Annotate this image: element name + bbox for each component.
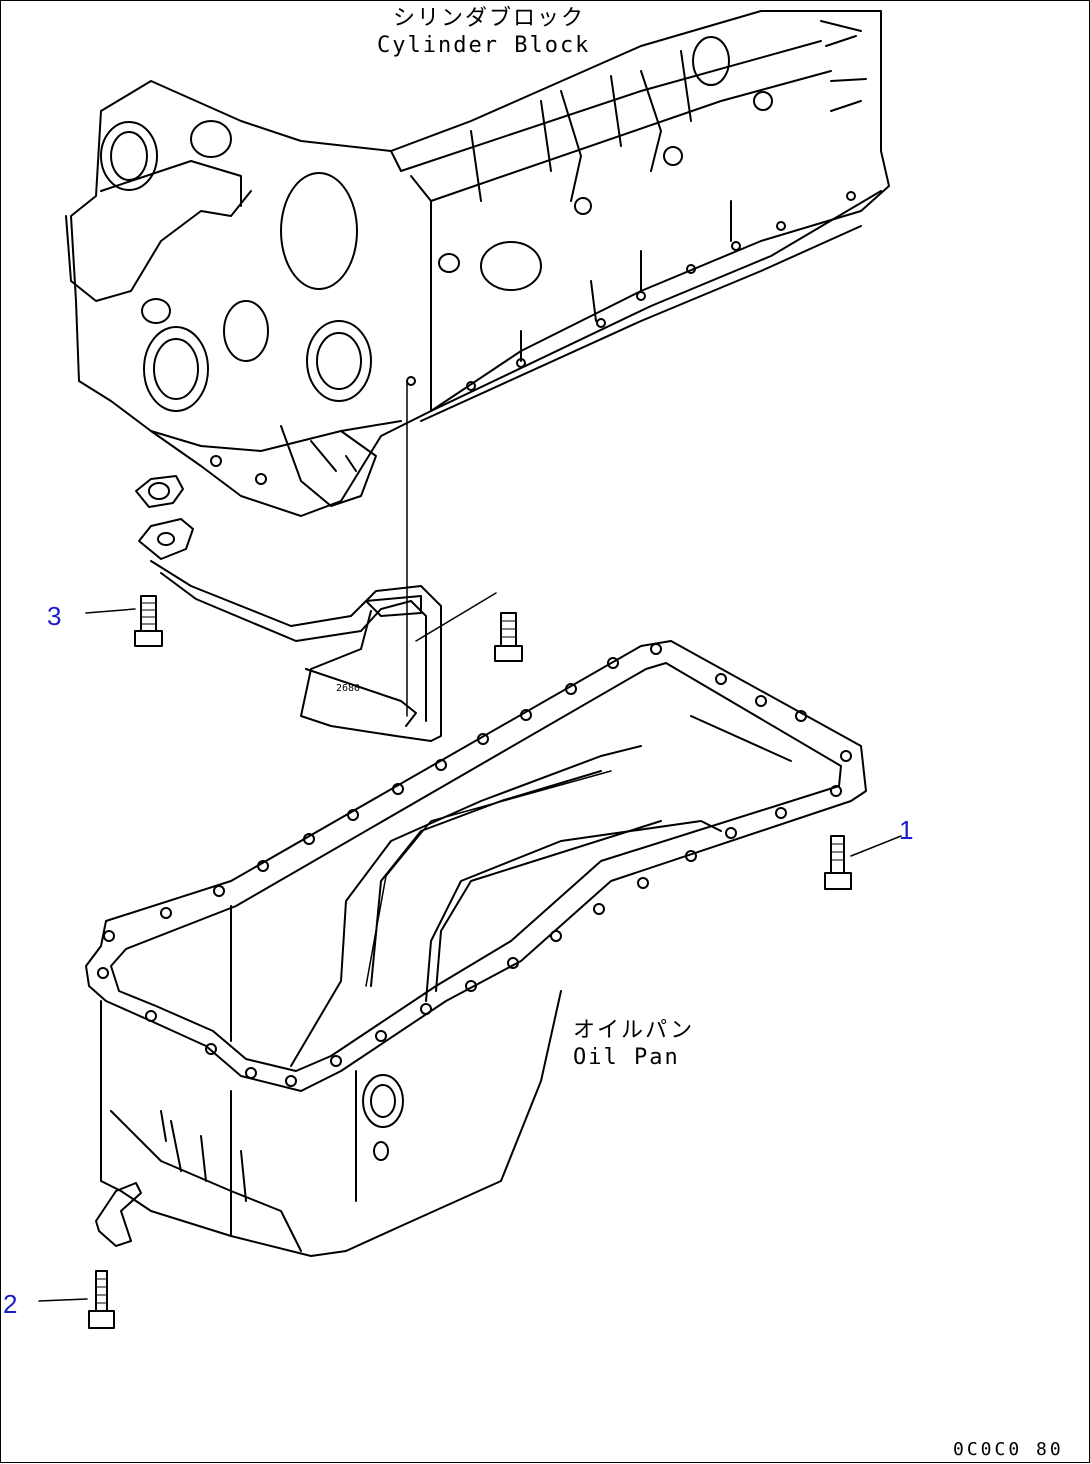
cylinder-block-label-jp: シリンダブロック: [393, 6, 586, 31]
callout-part-3[interactable]: 3: [47, 601, 62, 631]
oil-pan-label-en: Oil Pan: [573, 1045, 680, 1070]
leader-lines: [38, 608, 902, 1302]
bolt-3: [134, 595, 163, 647]
suction-pipe: 2680: [138, 518, 442, 742]
svg-text:2680: 2680: [336, 683, 360, 694]
bolt-1: [824, 835, 852, 890]
pipe-bolt: [494, 612, 523, 662]
gasket: [135, 475, 184, 508]
cylinder-block-label-en: Cylinder Block: [377, 33, 591, 58]
callout-part-2[interactable]: 2: [3, 1289, 18, 1319]
bolt-2: [88, 1270, 115, 1329]
drawing-code: 0C0C0 80: [953, 1439, 1064, 1460]
cylinder-block: [65, 10, 890, 517]
oil-pan: [85, 640, 867, 1257]
oil-pan-label-jp: オイルパン: [573, 1018, 695, 1043]
callout-part-1[interactable]: 1: [899, 815, 914, 845]
